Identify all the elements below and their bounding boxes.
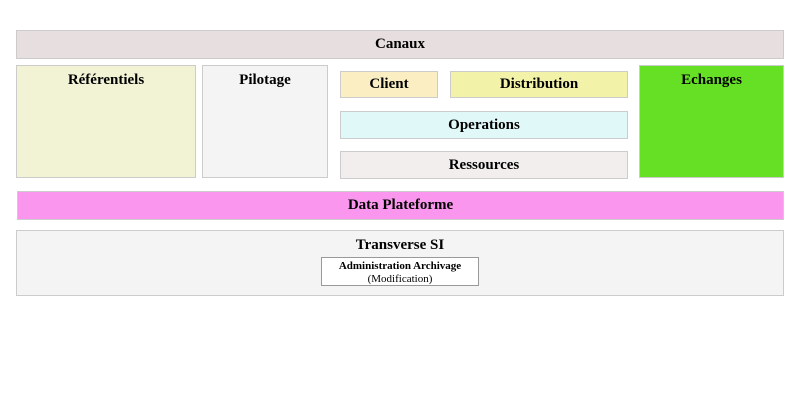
block-ressources-label: Ressources xyxy=(448,157,520,173)
block-echanges[interactable]: Echanges xyxy=(639,65,784,178)
block-client-label: Client xyxy=(369,76,409,92)
block-distribution[interactable]: Distribution xyxy=(450,71,628,98)
block-transverse-si-label: Transverse SI xyxy=(355,237,445,253)
block-distribution-label: Distribution xyxy=(499,76,579,92)
block-client[interactable]: Client xyxy=(340,71,438,98)
block-pilotage-label: Pilotage xyxy=(239,72,291,88)
block-echanges-label: Echanges xyxy=(681,72,742,88)
block-referentiels[interactable]: Référentiels xyxy=(16,65,196,178)
block-data-plateforme-label: Data Plateforme xyxy=(347,197,454,213)
block-pilotage[interactable]: Pilotage xyxy=(202,65,328,178)
block-operations-label: Operations xyxy=(448,117,520,133)
block-data-plateforme[interactable]: Data Plateforme xyxy=(17,191,784,220)
block-canaux[interactable]: Canaux xyxy=(16,30,784,59)
block-ressources[interactable]: Ressources xyxy=(340,151,628,179)
block-canaux-label: Canaux xyxy=(374,36,426,52)
block-administration-archivage[interactable]: Administration Archivage (Modification) xyxy=(321,257,479,286)
block-transverse-si[interactable]: Transverse SI Administration Archivage (… xyxy=(16,230,784,296)
block-administration-archivage-sublabel: (Modification) xyxy=(367,272,433,285)
block-referentiels-label: Référentiels xyxy=(67,72,145,88)
block-operations[interactable]: Operations xyxy=(340,111,628,139)
block-administration-archivage-label: Administration Archivage xyxy=(338,260,462,272)
